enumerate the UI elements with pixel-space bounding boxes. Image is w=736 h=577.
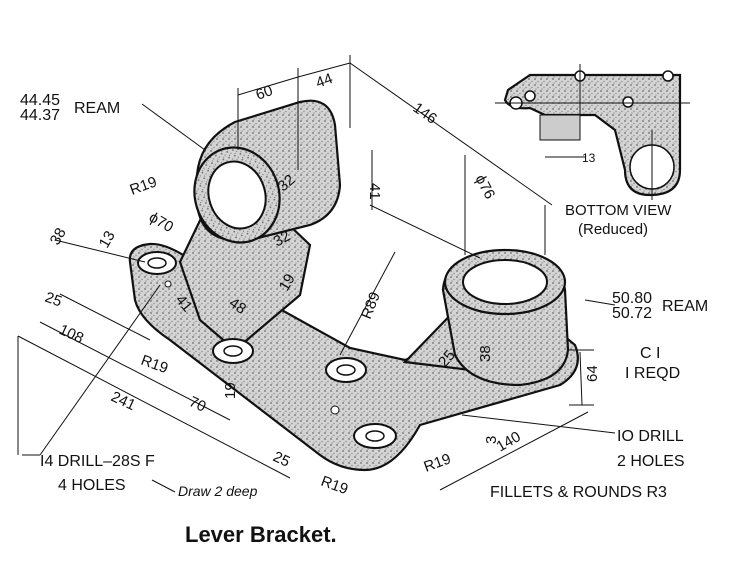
dimension-lines [17,55,616,493]
bottom-view-label: BOTTOM VIEW [565,202,672,219]
dim-25b: 25 [270,448,292,470]
dim-3: 3 [483,436,500,444]
drill-10-label: IO DRILL [617,428,684,445]
base-hole [353,423,397,449]
drill-14-label: I4 DRILL–28S F [40,453,155,470]
holes-2-label: 2 HOLES [617,453,685,470]
dim-38a: 38 [47,225,70,248]
dim-R19a: R19 [128,173,160,198]
base-hole [325,357,367,383]
dim-60: 60 [254,82,275,104]
ream-upper-value: 44.45 [20,92,60,109]
c1-label: C I [640,345,660,362]
bottom-view [495,64,690,200]
dim-R89: R89 [358,290,384,322]
dim-38b: 38 [477,345,494,362]
dim-19b: 19 [222,382,239,399]
dim-48: 48 [226,294,249,317]
dim-13a: 13 [96,228,119,251]
dim-64: 64 [584,365,601,382]
small-drill-hole [164,280,172,288]
dim-R19b: R19 [139,352,171,377]
draw-deep-label: Draw 2 deep [178,483,258,499]
dim-44: 44 [314,70,335,92]
reqd-label: I REQD [625,365,680,382]
dim-241: 241 [108,388,138,414]
right-bore [462,259,548,305]
dim-R19c: R19 [422,450,454,475]
dim-phi76: ϕ76 [471,172,498,202]
dim-phi70: ϕ70 [146,209,176,236]
upper-bore [207,160,267,230]
dim-70: 70 [186,393,208,415]
dim-41: 41 [366,183,383,200]
base-hole [137,251,177,275]
dim-19a: 19 [276,271,299,294]
ream-right-upper: 50.80 [612,290,652,307]
ream-lower-value: 44.37 [20,107,60,124]
bracket-part [128,99,579,472]
dim-R19d: R19 [319,473,351,498]
ream-right-label: REAM [662,298,708,315]
holes-4-label: 4 HOLES [58,477,126,494]
ream-right-lower: 50.72 [612,305,652,322]
annotations: 44.45 44.37 REAM 50.80 50.72 REAM 60 44 … [20,70,708,547]
dim-32b: 32 [271,227,294,250]
base-hole [212,338,254,364]
small-drill-hole [330,405,340,415]
reduced-label: (Reduced) [578,221,648,238]
drawing-title: Lever Bracket. [185,522,337,547]
dim-25a: 25 [43,289,64,311]
dim-13b: 13 [582,151,596,165]
ream-label: REAM [74,100,120,117]
fillets-label: FILLETS & ROUNDS R3 [490,484,667,501]
